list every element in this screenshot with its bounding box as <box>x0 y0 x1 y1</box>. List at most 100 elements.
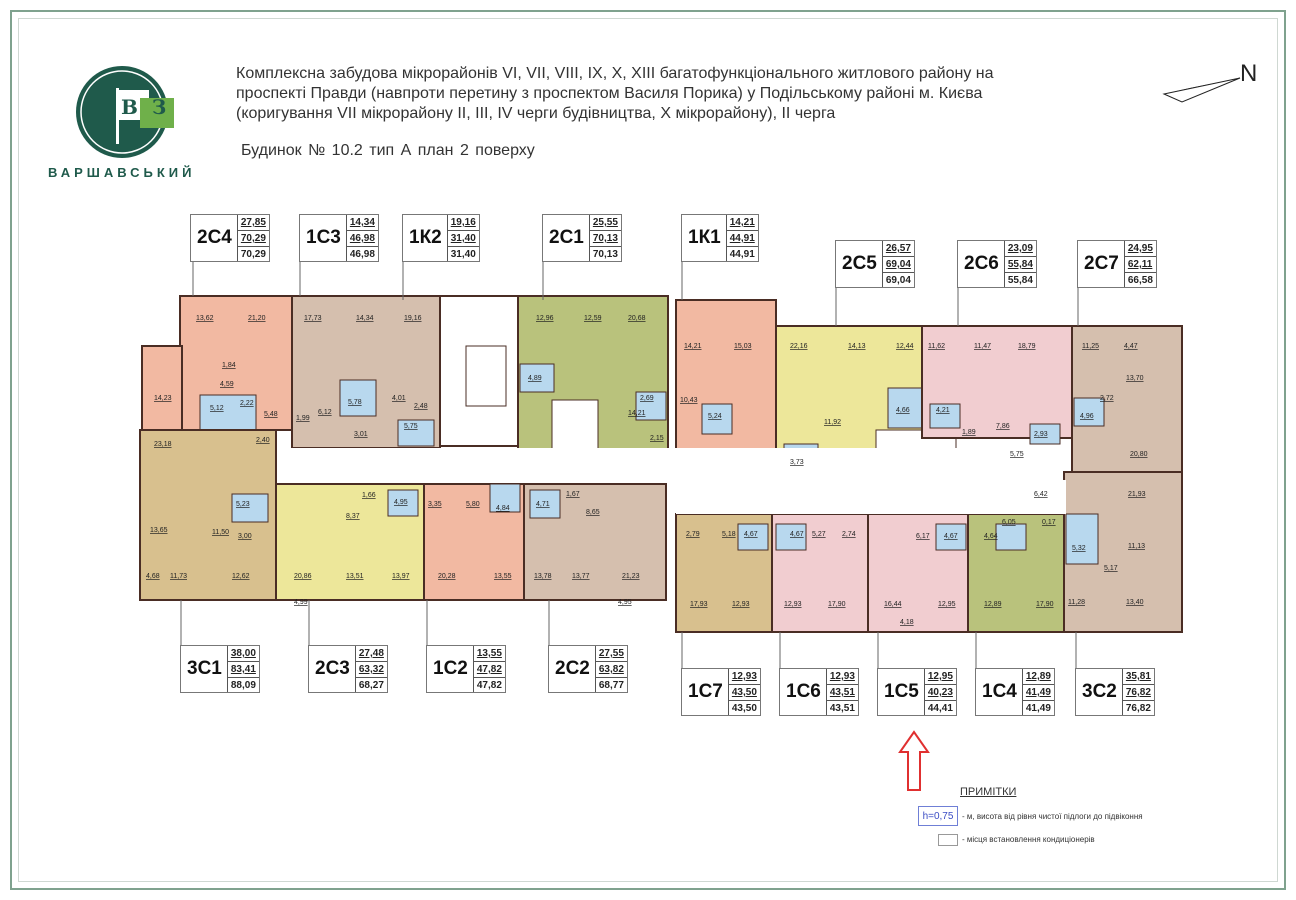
total-area: 43,50 <box>728 685 760 701</box>
total-area-with-balcony: 43,50 <box>731 703 757 714</box>
sill-height-badge: h=0,75 <box>918 806 958 826</box>
total-area-with-balcony: 66,58 <box>1127 275 1153 286</box>
total-area-with-balcony: 68,27 <box>358 680 384 691</box>
apartment-code: 2С2 <box>555 658 590 679</box>
total-area: 44,91 <box>726 231 758 247</box>
total-area-with-balcony: 70,13 <box>592 249 618 260</box>
total-area: 69,04 <box>882 257 914 273</box>
north-arrow-icon <box>1162 77 1241 103</box>
total-area: 70,29 <box>237 231 269 247</box>
living-area: 14,34 <box>346 215 378 231</box>
living-area: 14,21 <box>726 215 758 231</box>
ac-place-swatch <box>938 834 958 846</box>
living-area: 27,48 <box>355 646 387 662</box>
total-area: 63,82 <box>595 662 627 678</box>
living-area: 23,09 <box>1004 241 1036 257</box>
apartment-code: 1С4 <box>982 681 1017 702</box>
north-label: N <box>1240 60 1258 87</box>
living-area: 12,95 <box>924 669 956 685</box>
apartment-code: 3С1 <box>187 658 222 679</box>
living-area: 12,93 <box>826 669 858 685</box>
total-area: 55,84 <box>1004 257 1036 273</box>
living-area: 27,55 <box>595 646 627 662</box>
apartment-code: 1К2 <box>409 227 442 248</box>
total-area-with-balcony: 44,41 <box>927 703 953 714</box>
living-area: 25,55 <box>589 215 621 231</box>
total-area-with-balcony: 44,91 <box>729 249 755 260</box>
apartment-code: 1С6 <box>786 681 821 702</box>
living-area: 24,95 <box>1124 241 1156 257</box>
project-title: Комплексна забудова мікрорайонів VI, VII… <box>236 65 994 122</box>
total-area: 46,98 <box>346 231 378 247</box>
total-area: 43,51 <box>826 685 858 701</box>
total-area: 47,82 <box>473 662 505 678</box>
living-area: 12,89 <box>1022 669 1054 685</box>
total-area: 41,49 <box>1022 685 1054 701</box>
varshavskyi-logo <box>76 66 174 158</box>
living-area: 13,55 <box>473 646 505 662</box>
logo-name: ВАРШАВСЬКИЙ <box>48 165 196 180</box>
total-area-with-balcony: 47,82 <box>476 680 502 691</box>
apartment-code: 1С2 <box>433 658 468 679</box>
total-area-with-balcony: 69,04 <box>885 275 911 286</box>
living-area: 27,85 <box>237 215 269 231</box>
apartment-code: 2С4 <box>197 227 232 248</box>
living-area: 35,81 <box>1122 669 1154 685</box>
apartment-code: 2С6 <box>964 253 999 274</box>
notes-title: ПРИМІТКИ <box>960 786 1017 798</box>
ac-place-text: - місця встановлення кондиціонерів <box>962 835 1095 844</box>
total-area: 83,41 <box>227 662 259 678</box>
sill-height-text: - м, висота від рівня чистої підлоги до … <box>962 812 1143 821</box>
apartment-code: 1С7 <box>688 681 723 702</box>
total-area-with-balcony: 70,29 <box>240 249 266 260</box>
apartment-code: 2С5 <box>842 253 877 274</box>
total-area-with-balcony: 68,77 <box>598 680 624 691</box>
apartment-code: 3С2 <box>1082 681 1117 702</box>
total-area: 70,13 <box>589 231 621 247</box>
total-area-with-balcony: 46,98 <box>349 249 375 260</box>
total-area-with-balcony: 41,49 <box>1025 703 1051 714</box>
total-area-with-balcony: 88,09 <box>230 680 256 691</box>
building-subtitle: Будинок № 10.2 тип А план 2 поверху <box>241 142 535 159</box>
total-area: 40,23 <box>924 685 956 701</box>
apartment-code: 2С1 <box>549 227 584 248</box>
total-area-with-balcony: 43,51 <box>829 703 855 714</box>
living-area: 19,16 <box>447 215 479 231</box>
logo-letters: ВЗ <box>121 95 181 119</box>
apartment-code: 1С5 <box>884 681 919 702</box>
living-area: 38,00 <box>227 646 259 662</box>
apartment-code: 2С7 <box>1084 253 1119 274</box>
total-area: 76,82 <box>1122 685 1154 701</box>
living-area: 12,93 <box>728 669 760 685</box>
